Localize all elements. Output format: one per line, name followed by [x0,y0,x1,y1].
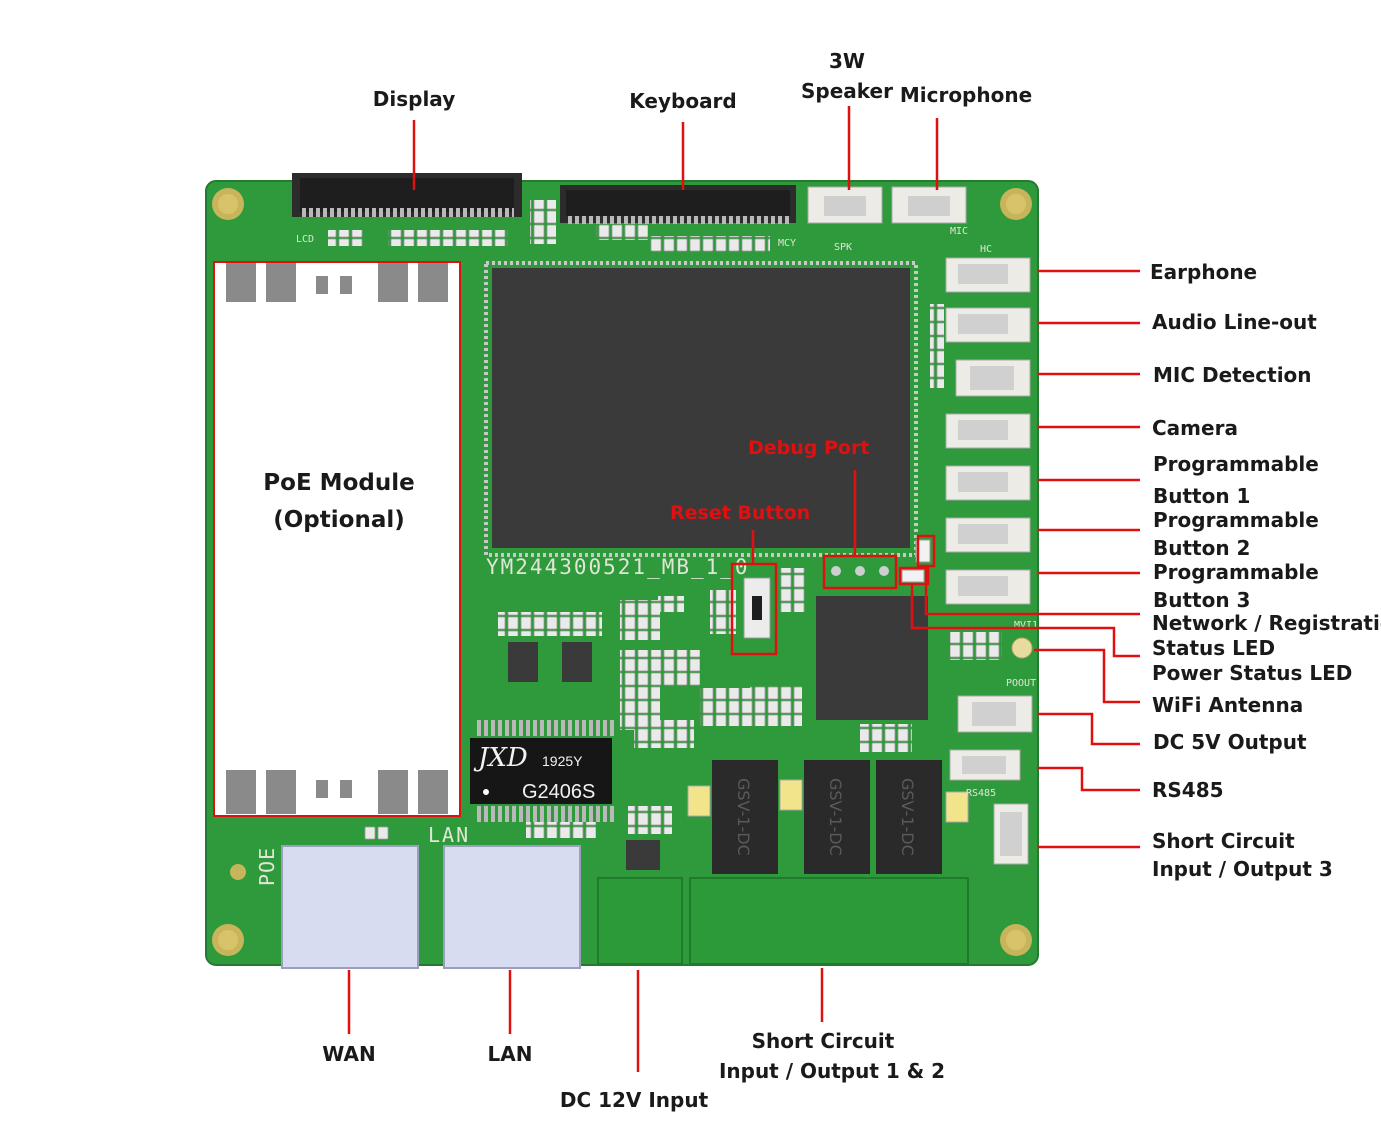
label-earphone: Earphone [1150,260,1258,284]
relays [687,760,969,874]
label-dc5v-output: DC 5V Output [1153,730,1307,754]
hc-silk: HC [980,244,992,255]
poe-silk: POE [255,847,279,886]
label-prog-button1-l2: Button 1 [1153,484,1251,508]
relay-1-label: GSV-1-DC [734,778,753,856]
poe-module-area [213,261,461,817]
poout-silk: POOUT [1006,678,1036,689]
mounting-holes [212,188,1032,956]
label-microphone: Microphone [899,83,1033,107]
label-debug-port: Debug Port [748,437,870,459]
label-prog-button3-l2: Button 3 [1153,588,1251,612]
label-poe-module: PoE Module (Optional) [263,465,414,539]
label-speaker-line1: 3W [829,49,865,73]
spk-silk: SPK [834,242,852,253]
secondary-chip [816,596,928,720]
label-prog-button3-l1: Programmable [1153,560,1319,584]
label-wan: WAN [322,1042,376,1066]
label-prog-button2-l2: Button 2 [1153,536,1251,560]
rj45-ports [281,845,581,969]
mic-silk: MIC [950,226,968,237]
chip-code: 1925Y [542,753,583,769]
relay-2-label: GSV-1-DC [826,778,845,856]
label-dc12v-input: DC 12V Input [559,1088,709,1112]
main-chip [484,261,918,557]
label-prog-button2-l1: Programmable [1153,508,1319,532]
label-audio-lineout: Audio Line-out [1152,310,1317,334]
label-mic-detection: MIC Detection [1153,363,1312,387]
label-network-led-l2: Status LED [1152,636,1276,660]
mcy-silk: MCY [778,238,796,249]
label-short-circuit3-l1: Short Circuit [1152,829,1295,853]
label-short-circuit12-l1: Short Circuit [751,1029,895,1053]
callout-lines [347,106,1140,1072]
relay-3-label: GSV-1-DC [898,778,917,856]
label-lan: LAN [487,1042,533,1066]
label-speaker-line2: Speaker [801,79,893,103]
label-camera: Camera [1152,416,1238,440]
lcd-silk: LCD [296,234,314,245]
display-connector [292,173,522,217]
label-keyboard: Keyboard [629,89,737,113]
label-network-led-l1: Network / Registration [1152,611,1381,635]
label-reset-button: Reset Button [670,502,811,524]
label-poe-module-l2: (Optional) [273,507,405,533]
label-short-circuit3-l2: Input / Output 3 [1152,857,1333,881]
label-poe-module-l1: PoE Module [263,470,415,496]
mvi-silk: MVI1 [1014,620,1038,631]
label-display: Display [372,87,456,111]
rs485-silk: RS485 [966,788,996,799]
part-number-silk: YM244300521_MB_1_0 [486,555,750,579]
label-wifi-antenna: WiFi Antenna [1152,693,1304,717]
chip-model: G2406S [522,781,595,803]
label-power-led: Power Status LED [1152,661,1353,685]
speaker-connector [807,186,883,224]
smd-components [364,304,1033,870]
label-rs485: RS485 [1152,778,1224,802]
label-short-circuit12-l2: Input / Output 1 & 2 [718,1059,946,1083]
chip-brand: JXD [473,743,528,773]
terminal-blocks [597,877,969,965]
keyboard-connector [560,185,796,224]
label-prog-button1-l1: Programmable [1153,452,1319,476]
lan-silk: LAN [428,823,470,847]
jxd-chip [470,720,614,822]
microphone-connector [891,186,967,224]
